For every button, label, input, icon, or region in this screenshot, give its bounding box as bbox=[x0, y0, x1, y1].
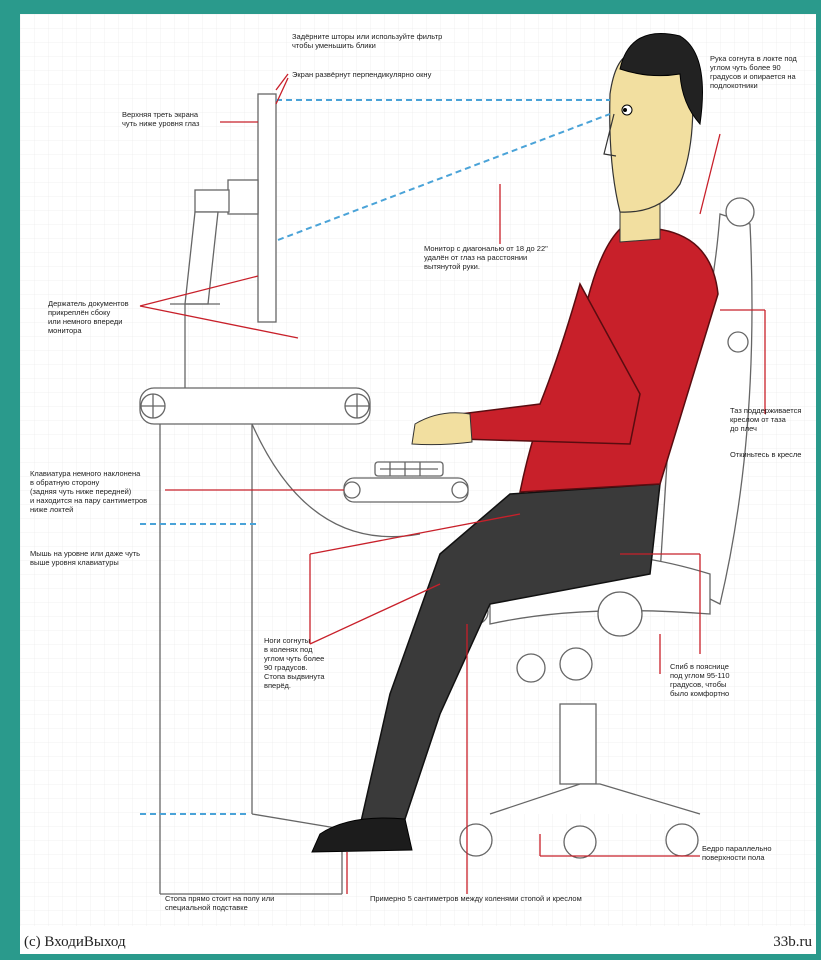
label-pelvis: Таз поддерживается креслом от таза до пл… bbox=[730, 406, 816, 433]
label-mouse: Мышь на уровне или даже чуть выше уровня… bbox=[30, 549, 170, 567]
footer: (с) ВходиВыход 33b.ru bbox=[20, 926, 816, 954]
label-doc-holder: Держатель документов прикреплён сбоку ил… bbox=[48, 299, 158, 335]
label-feet: Стопа прямо стоит на полу или специально… bbox=[165, 894, 335, 912]
copyright-text: (с) ВходиВыход bbox=[24, 934, 126, 951]
label-top-screen: Верхняя треть экрана чуть ниже уровня гл… bbox=[122, 110, 232, 128]
label-thigh: Бедро параллельно поверхности пола bbox=[702, 844, 802, 862]
ergonomics-diagram-panel: Задёрните шторы или используйте фильтр ч… bbox=[20, 14, 816, 954]
label-monitor-distance: Монитор с диагональю от 18 до 22" удалён… bbox=[424, 244, 574, 271]
label-gap: Примерно 5 сантиметров между коленями ст… bbox=[370, 894, 630, 903]
label-keyboard: Клавиатура немного наклонена в обратную … bbox=[30, 469, 165, 514]
label-lean-back: Откиньтесь в кресле bbox=[730, 450, 816, 459]
label-back-angle: Спиб в пояснице под углом 95-110 градусо… bbox=[670, 662, 770, 698]
label-screen-perpendicular: Экран развёрнут перпендикулярно окну bbox=[292, 70, 492, 79]
label-arm-angle: Рука согнута в локте под углом чуть боле… bbox=[710, 54, 814, 90]
label-glare: Задёрните шторы или используйте фильтр ч… bbox=[292, 32, 492, 50]
label-legs: Ноги согнуты в коленях под углом чуть бо… bbox=[264, 636, 334, 690]
site-link[interactable]: 33b.ru bbox=[773, 934, 812, 951]
